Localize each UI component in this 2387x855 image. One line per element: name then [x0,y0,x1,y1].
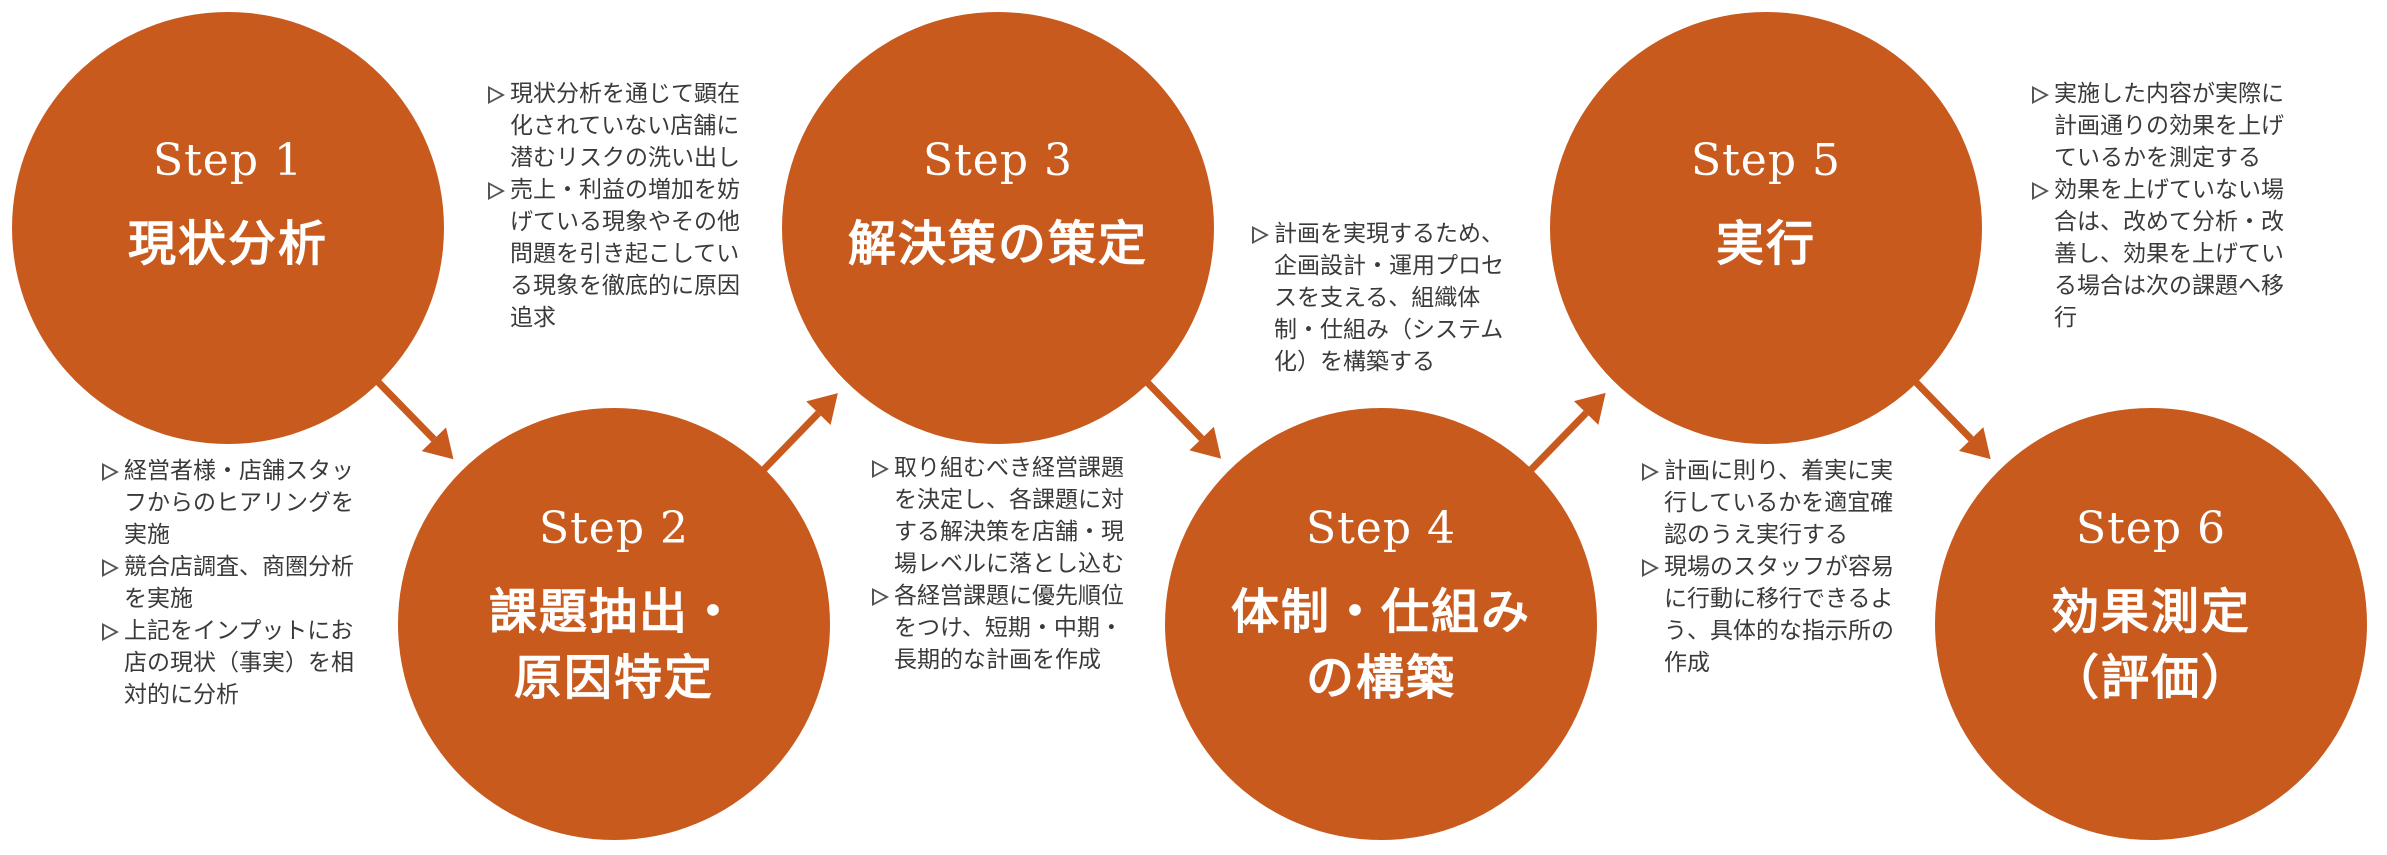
step-1-number: Step 1 [152,135,303,186]
arrow-line [757,410,821,476]
step-6-number: Step 6 [2075,503,2226,554]
step-6-title-line: （評価） [2050,650,2251,706]
step-1-circle: Step 1 現状分析 [12,12,444,444]
description-item: 上記をインプットにお店の現状（事実）を相対的に分析 [100,615,360,711]
description-item: 競合店調査、商圏分析を実施 [100,551,360,615]
step-6-circle: Step 6 効果測定 （評価） [1935,408,2367,840]
description-item: 現状分析を通じて顕在化されていない店舗に潜むリスクの洗い出し [486,78,746,174]
step-5-number: Step 5 [1690,135,1841,186]
step-3-description: 取り組むべき経営課題を決定し、各課題に対する解決策を店舗・現場レベルに落とし込む… [870,452,1132,676]
step-3-title: 解決策の策定 [848,211,1148,277]
description-item: 実施した内容が実際に計画通りの効果を上げているかを測定する [2030,78,2295,174]
step-6-description: 実施した内容が実際に計画通りの効果を上げているかを測定する 効果を上げていない場… [2030,78,2295,334]
arrow-line [372,375,437,442]
description-item: 売上・利益の増加を妨げている現象やその他問題を引き起こしている現象を徹底的に原因… [486,174,746,334]
arrow-head [806,393,838,426]
step-2-number: Step 2 [538,503,689,554]
description-item: 効果を上げていない場合は、改めて分析・改善し、効果を上げている場合は次の課題へ移… [2030,174,2295,334]
step-4-circle: Step 4 体制・仕組み の構築 [1165,408,1597,840]
step-4-title-line: 体制・仕組み [1230,584,1531,640]
description-item: 現場のスタッフが容易に行動に移行できるよう、具体的な指示所の作成 [1640,551,1902,679]
step-5-description: 計画に則り、着実に実行しているかを適宜確認のうえ実行する 現場のスタッフが容易に… [1640,455,1902,679]
step-4-title-line: の構築 [1305,650,1456,706]
description-item: 計画を実現するため、企画設計・運用プロセスを支える、組織体制・仕組み（システム化… [1250,218,1518,378]
arrow-line [1524,410,1589,476]
step-4-number: Step 4 [1305,503,1456,554]
step-1-title: 現状分析 [128,211,328,277]
step-6-title-line: 効果測定 [2050,584,2251,640]
arrow-head [421,427,454,460]
arrow-line [1141,376,1205,441]
step-2-circle: Step 2 課題抽出・ 原因特定 [398,408,830,840]
step-6-title: 効果測定 （評価） [2051,579,2251,711]
arrow-head [1573,392,1606,425]
description-item: 経営者様・店舗スタッフからのヒアリングを実施 [100,455,360,551]
step-1-title-line: 現状分析 [127,216,328,272]
step-2-description: 現状分析を通じて顕在化されていない店舗に潜むリスクの洗い出し 売上・利益の増加を… [486,78,746,334]
step-5-circle: Step 5 実行 [1550,12,1982,444]
step-3-title-line: 解決策の策定 [847,216,1148,272]
step-1-description: 経営者様・店舗スタッフからのヒアリングを実施 競合店調査、商圏分析を実施 上記を… [100,455,360,711]
step-3-number: Step 3 [922,135,1073,186]
step-2-title-line: 課題抽出・ [488,584,739,640]
step-5-title: 実行 [1716,211,1816,277]
step-5-title-line: 実行 [1715,216,1816,272]
description-item: 各経営課題に優先順位をつけ、短期・中期・長期的な計画を作成 [870,580,1132,676]
step-2-title: 課題抽出・ 原因特定 [489,579,739,711]
arrow-line [1909,376,1974,442]
step-2-title-line: 原因特定 [513,650,714,706]
arrow-head [1958,427,1991,460]
description-item: 取り組むべき経営課題を決定し、各課題に対する解決策を店舗・現場レベルに落とし込む [870,452,1132,580]
arrow-head [1189,426,1222,459]
step-4-description: 計画を実現するため、企画設計・運用プロセスを支える、組織体制・仕組み（システム化… [1250,218,1518,378]
step-3-circle: Step 3 解決策の策定 [782,12,1214,444]
step-4-title: 体制・仕組み の構築 [1231,579,1531,711]
description-item: 計画に則り、着実に実行しているかを適宜確認のうえ実行する [1640,455,1902,551]
